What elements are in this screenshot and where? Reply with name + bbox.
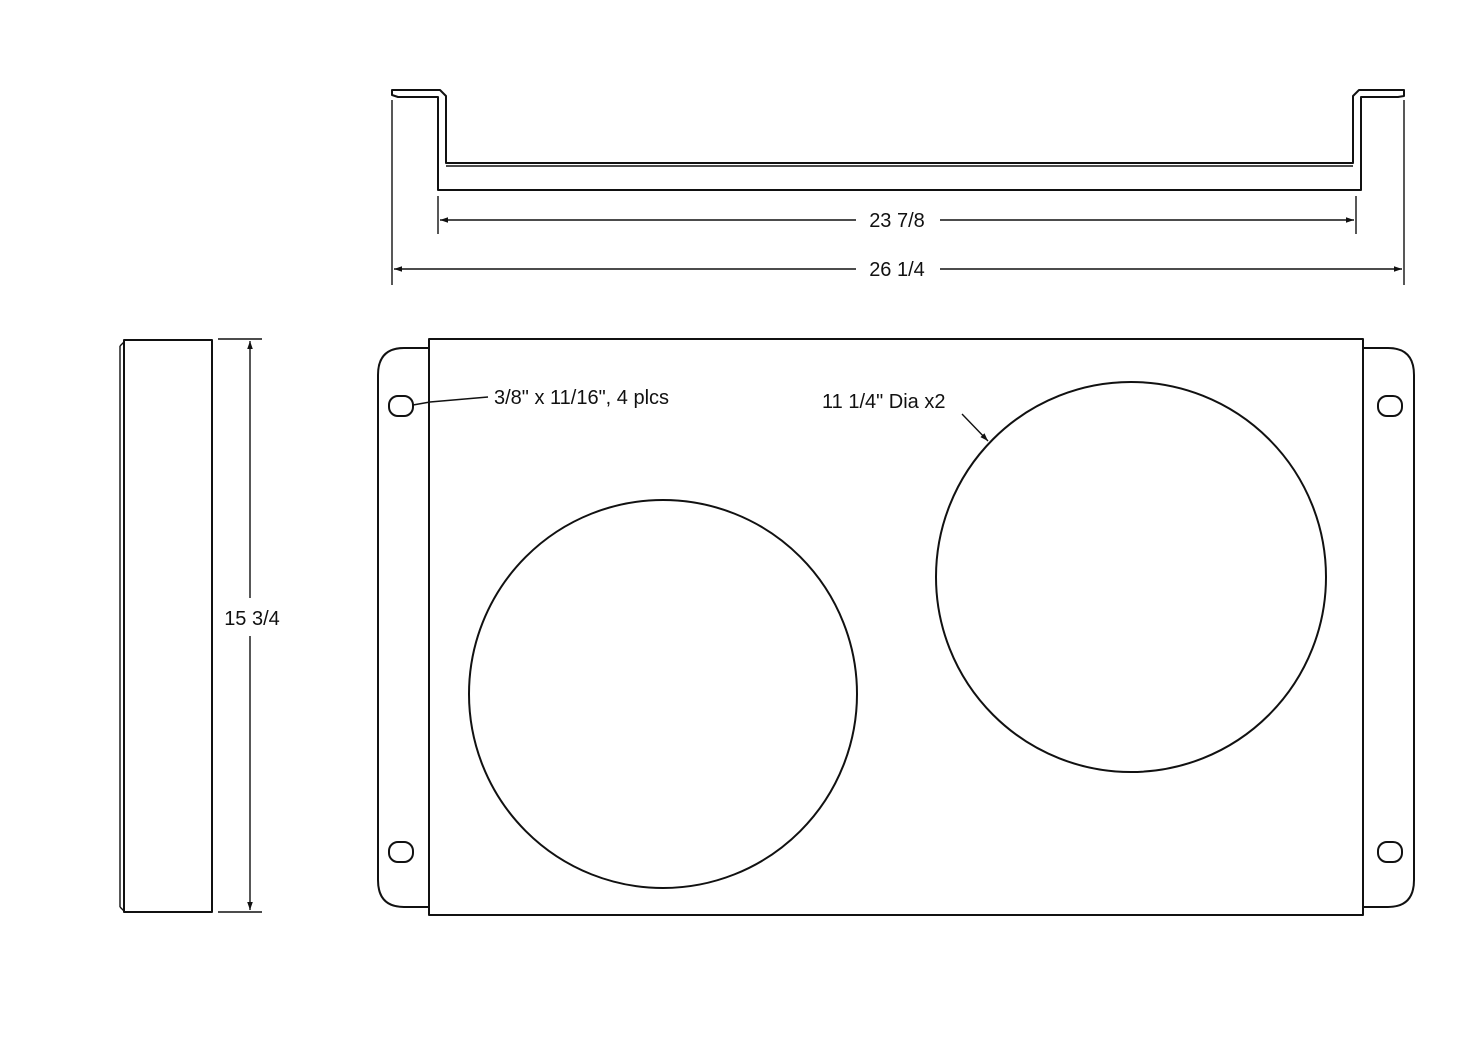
mounting-slot-top-right bbox=[1377, 395, 1403, 417]
mounting-slot-bottom-left bbox=[388, 841, 414, 863]
left-mounting-flange bbox=[377, 347, 430, 908]
side-view-flange-bottom bbox=[119, 906, 125, 912]
hole-callout-label: 11 1/4" Dia x2 bbox=[822, 391, 945, 413]
dim-inner-width-label: 23 7/8 bbox=[869, 210, 925, 232]
front-view: 3/8" x 11/16", 4 plcs 11 1/4" Dia x2 bbox=[377, 338, 1415, 916]
dim-height-label: 15 3/4 bbox=[224, 608, 280, 630]
dim-overall-width-label: 26 1/4 bbox=[869, 259, 925, 281]
slot-callout-label: 3/8" x 11/16", 4 plcs bbox=[494, 387, 669, 409]
front-panel bbox=[428, 338, 1364, 916]
top-view: 23 7/8 26 1/4 bbox=[391, 89, 1405, 285]
hole-callout-leader bbox=[961, 413, 989, 442]
side-view-flange-top bbox=[119, 341, 125, 347]
right-mounting-flange bbox=[1362, 347, 1415, 908]
side-view-body bbox=[123, 339, 213, 913]
top-view-outline bbox=[391, 89, 1405, 191]
mounting-slot-top-left bbox=[388, 395, 414, 417]
side-view: 15 3/4 bbox=[119, 338, 280, 913]
slot-callout-leader bbox=[412, 396, 489, 406]
mounting-slot-bottom-right bbox=[1377, 841, 1403, 863]
fan-hole-right bbox=[935, 381, 1327, 773]
fan-hole-left bbox=[468, 499, 858, 889]
